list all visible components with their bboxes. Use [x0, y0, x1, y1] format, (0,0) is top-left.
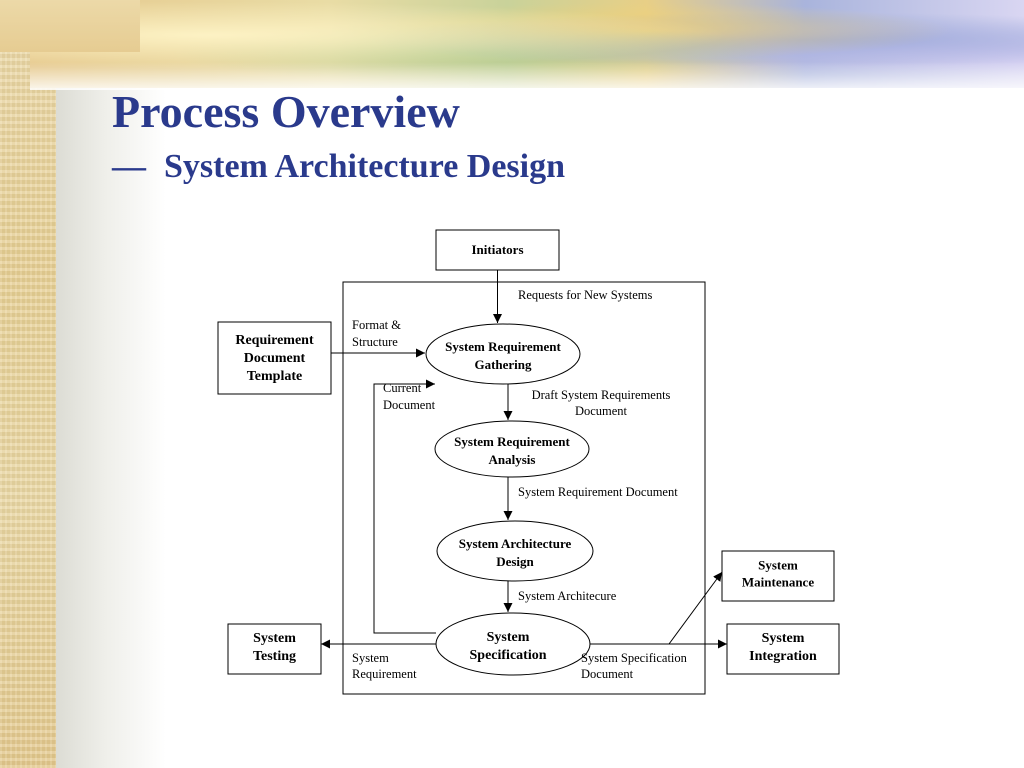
text-line: System Requirement	[454, 434, 570, 449]
text-line: System Architecture	[459, 536, 572, 551]
text-line: Initiators	[472, 242, 524, 257]
text-line: Gathering	[474, 357, 532, 372]
testing-box	[227, 623, 322, 675]
text-line: System	[487, 630, 530, 645]
text-line: System	[762, 631, 805, 646]
subtitle-text: System Architecture Design	[164, 148, 566, 185]
decorative-banner-fade	[30, 62, 1024, 90]
text-line: Requests for New Systems	[518, 288, 652, 302]
text-line: System Requirement	[445, 339, 561, 354]
text-line: System Specification	[581, 651, 688, 665]
text-line: Current	[383, 381, 422, 395]
arrow-current-document-feedback	[373, 379, 436, 634]
edge-label-requirement-document: System Requirement Document	[518, 485, 678, 499]
text-line: System	[253, 631, 296, 646]
text-line: Document	[244, 351, 306, 366]
text-line: Document	[575, 404, 628, 418]
text-line: Design	[496, 554, 534, 569]
text-line: Maintenance	[742, 575, 814, 590]
slide-subtitle: — System Architecture Design	[112, 148, 565, 185]
text-line: Draft System Requirements	[532, 388, 671, 402]
edge-label-requests: Requests for New Systems	[518, 288, 652, 302]
gathering-ellipse	[425, 323, 581, 385]
decorative-banner-corner	[0, 0, 140, 52]
maintenance-box	[721, 550, 835, 602]
text-line: Integration	[749, 649, 817, 664]
initiators-label: Initiators	[472, 242, 524, 257]
text-line: Template	[247, 369, 302, 384]
arrow-specification-to-maintenance	[668, 571, 723, 645]
text-line: Document	[383, 398, 436, 412]
text-line: Testing	[253, 649, 296, 664]
text-line: Analysis	[489, 452, 536, 467]
analysis-ellipse	[434, 420, 590, 478]
edge-label-architecture: System Architecure	[518, 589, 617, 603]
text-line: Structure	[352, 335, 398, 349]
slide-title: Process Overview	[112, 86, 460, 137]
requirement-template-box	[217, 321, 332, 395]
subtitle-dash: —	[112, 148, 146, 185]
arch-design-ellipse	[436, 520, 594, 582]
text-line: Format &	[352, 318, 401, 332]
text-line: System Requirement Document	[518, 485, 678, 499]
integration-box	[726, 623, 840, 675]
text-line: System	[352, 651, 389, 665]
text-line: Specification	[470, 648, 547, 663]
text-line: Document	[581, 667, 634, 681]
decorative-left-strip	[0, 0, 56, 768]
edge-label-format-structure: Format & Structure	[352, 318, 401, 349]
text-line: System Architecure	[518, 589, 617, 603]
initiators-box	[435, 229, 560, 271]
text-line: Requirement	[235, 333, 314, 348]
text-line: System	[758, 558, 798, 573]
text-line: Requirement	[352, 667, 417, 681]
decorative-left-shade	[56, 0, 166, 768]
